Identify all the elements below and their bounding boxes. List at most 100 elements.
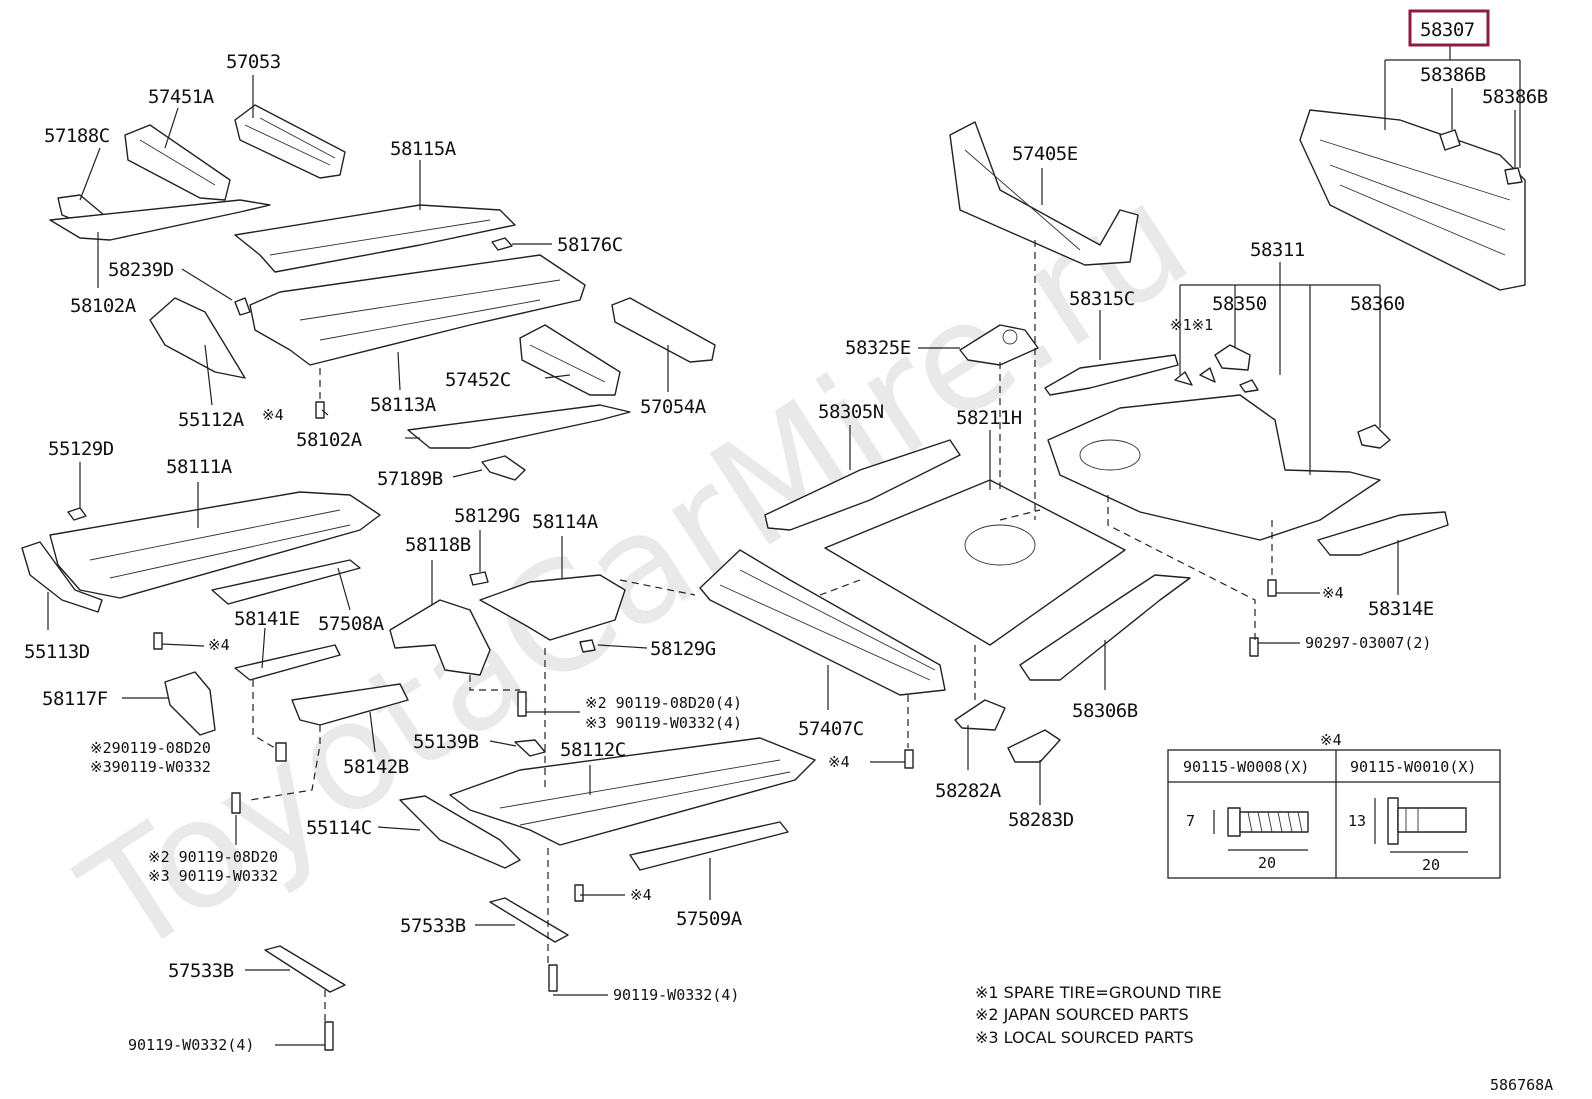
note-3: ※3 LOCAL SOURCED PARTS xyxy=(975,1028,1194,1047)
label-08d20-b1: ※290119-08D20 xyxy=(90,739,211,757)
label-x4-d: ※4 xyxy=(828,753,850,771)
part-58111A-shape xyxy=(49,491,381,599)
label-55139B: 55139B xyxy=(413,731,479,753)
label-58311: 58311 xyxy=(1250,239,1305,261)
label-w0332-b: 90119-W0332(4) xyxy=(128,1036,254,1054)
label-58386B-b: 58386B xyxy=(1482,86,1548,108)
label-90297: 90297-03007(2) xyxy=(1305,634,1431,652)
part-55129D-shape xyxy=(67,507,87,521)
part-57189B-shape xyxy=(481,455,526,481)
legend-col1: 90115-W0008(X) xyxy=(1183,758,1309,776)
label-58129G-mid: 58129G xyxy=(650,638,716,660)
label-58239D: 58239D xyxy=(108,259,174,281)
part-57405E-shape xyxy=(949,121,1139,266)
label-57533B-b: 57533B xyxy=(168,960,234,982)
label-57452C: 57452C xyxy=(445,369,511,391)
label-58118B: 58118B xyxy=(405,534,471,556)
part-58314E-shape xyxy=(1317,511,1449,556)
label-08d20-a2: ※3 90119-W0332(4) xyxy=(585,714,742,732)
part-58112C-shape xyxy=(449,737,816,846)
part-57508A-shape xyxy=(211,559,361,605)
part-58142B-shape xyxy=(291,683,409,726)
clip-shape-a xyxy=(1174,371,1193,386)
part-55112A-shape xyxy=(149,297,246,379)
note-1: ※1 SPARE TIRE=GROUND TIRE xyxy=(975,983,1222,1002)
part-58114A-shape xyxy=(479,574,626,641)
bolt-w0008-icon xyxy=(1213,807,1309,851)
label-58102A-mid: 58102A xyxy=(296,429,363,451)
label-57189B: 57189B xyxy=(377,468,443,490)
label-58112C: 58112C xyxy=(560,739,626,761)
label-x4-c: ※4 xyxy=(630,886,652,904)
part-labels: 57053 57451A 57188C 58115A 58176C 58239D… xyxy=(24,51,1548,982)
label-57054A: 57054A xyxy=(640,396,707,418)
part-57407C-shape xyxy=(699,549,946,696)
label-58176C: 58176C xyxy=(557,234,623,256)
part-55139B-shape xyxy=(514,739,546,757)
label-58360: 58360 xyxy=(1350,293,1405,315)
label-58113A: 58113A xyxy=(370,394,437,416)
bolt-icons xyxy=(153,401,1277,1051)
part-58386B-a-shape xyxy=(1439,129,1461,151)
clip-shape-b xyxy=(1199,367,1216,383)
label-58102A-top: 58102A xyxy=(70,295,137,317)
label-58111A: 58111A xyxy=(166,456,233,478)
label-58386B-a: 58386B xyxy=(1420,64,1486,86)
label-08d20-c2: ※3 90119-W0332 xyxy=(148,867,278,885)
figure-id: 586768A xyxy=(1490,1076,1553,1094)
highlight-58307[interactable]: 58307 xyxy=(1408,9,1490,47)
part-55114C-shape xyxy=(399,795,521,869)
legend-dim1-h: 7 xyxy=(1186,812,1195,830)
label-55114C: 55114C xyxy=(306,817,372,839)
notes: ※1 SPARE TIRE=GROUND TIRE ※2 JAPAN SOURC… xyxy=(975,983,1222,1047)
part-58305N-shape xyxy=(764,439,961,531)
label-58305N: 58305N xyxy=(818,401,884,423)
label-58307[interactable]: 58307 xyxy=(1420,19,1475,41)
part-58311-shape xyxy=(1047,394,1381,541)
part-58283D-shape xyxy=(1007,729,1061,763)
label-58211H: 58211H xyxy=(956,407,1022,429)
fastener-legend-table: ※4 90115-W0008(X) 90115-W0010(X) 7 20 13… xyxy=(1167,731,1501,879)
legend-dim2-w: 20 xyxy=(1422,856,1440,874)
label-55129D: 55129D xyxy=(48,438,114,460)
clip-shape-c xyxy=(1239,379,1259,393)
part-57533B-a-shape xyxy=(489,897,569,943)
label-57407C: 57407C xyxy=(798,718,864,740)
legend-dim2-h: 13 xyxy=(1348,812,1366,830)
label-58129G-top: 58129G xyxy=(454,505,520,527)
label-58117F: 58117F xyxy=(42,688,108,710)
part-58350-shape xyxy=(1214,344,1251,371)
part-58176C-shape xyxy=(491,237,513,251)
part-58315C-shape xyxy=(1044,354,1179,396)
label-58141E: 58141E xyxy=(234,608,300,630)
label-57451A: 57451A xyxy=(148,86,215,108)
label-57405E: 57405E xyxy=(1012,143,1078,165)
part-58307-shape xyxy=(1299,109,1526,291)
part-55113D-shape xyxy=(21,541,103,613)
label-58314E: 58314E xyxy=(1368,598,1434,620)
part-57053-shape xyxy=(234,104,346,179)
part-58239D-shape xyxy=(234,297,251,316)
part-58325E-shape xyxy=(959,324,1039,366)
part-58360-shape xyxy=(1357,424,1391,449)
part-58113A-shape xyxy=(249,254,586,366)
part-58211H-shape xyxy=(824,479,1126,646)
legend-marker: ※4 xyxy=(1320,731,1342,749)
label-w0332-a: 90119-W0332(4) xyxy=(613,986,739,1004)
part-58141E-shape xyxy=(234,644,341,681)
part-58282A-shape xyxy=(954,699,1006,731)
label-58350: 58350 xyxy=(1212,293,1267,315)
label-58114A: 58114A xyxy=(532,511,599,533)
part-58129G-top-shape xyxy=(469,571,489,586)
label-58315C: 58315C xyxy=(1069,288,1135,310)
part-58129G-mid-shape xyxy=(579,639,596,653)
part-57533B-b-shape xyxy=(264,945,346,993)
label-08d20-c1: ※2 90119-08D20 xyxy=(148,848,278,866)
part-57451A-shape xyxy=(124,124,231,201)
label-x4-a: ※4 xyxy=(262,406,284,424)
label-57508A: 57508A xyxy=(318,613,385,635)
part-58386B-b-shape xyxy=(1504,167,1523,185)
legend-col2: 90115-W0010(X) xyxy=(1350,758,1476,776)
leader-lines xyxy=(47,44,1521,1046)
